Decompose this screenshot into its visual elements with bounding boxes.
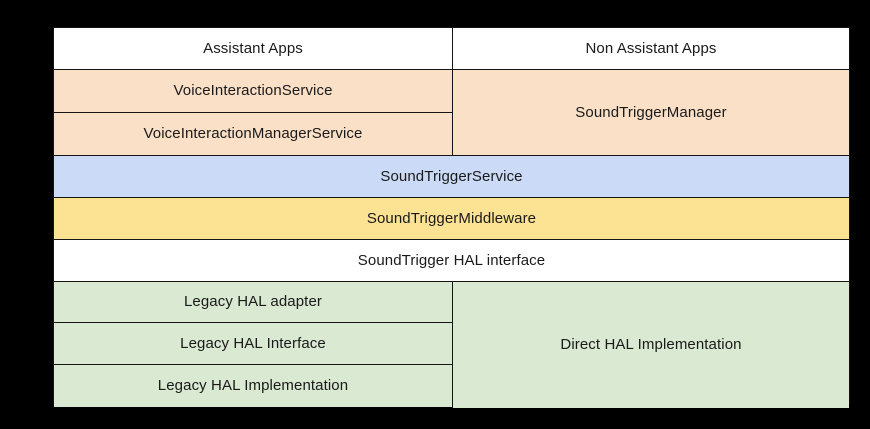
header-left-column: Assistant Apps <box>54 28 453 69</box>
box-legacy-hal-interface: Legacy HAL Interface <box>54 323 452 365</box>
column-header-non-assistant-apps: Non Assistant Apps <box>453 28 849 69</box>
box-direct-hal-implementation: Direct HAL Implementation <box>453 281 849 408</box>
box-sound-trigger-service: SoundTriggerService <box>54 155 849 197</box>
hal-interface-band: SoundTrigger HAL interface <box>54 239 849 281</box>
box-voice-interaction-service: VoiceInteractionService <box>54 69 452 113</box>
soundtrigger-layer-diagram: Assistant Apps Non Assistant Apps VoiceI… <box>53 27 850 408</box>
service-band: SoundTriggerService <box>54 155 849 197</box>
column-header-assistant-apps: Assistant Apps <box>54 28 452 69</box>
app-layer-right-column: SoundTriggerManager <box>453 69 849 155</box>
box-voice-interaction-manager-service: VoiceInteractionManagerService <box>54 113 452 155</box>
box-sound-trigger-manager: SoundTriggerManager <box>453 69 849 155</box>
hal-right-column: Direct HAL Implementation <box>453 281 849 408</box>
hal-left-column: Legacy HAL adapter Legacy HAL Interface … <box>54 281 453 408</box>
box-legacy-hal-implementation: Legacy HAL Implementation <box>54 365 452 407</box>
box-sound-trigger-hal-interface: SoundTrigger HAL interface <box>54 239 849 281</box>
middleware-band: SoundTriggerMiddleware <box>54 197 849 239</box>
header-right-column: Non Assistant Apps <box>453 28 849 69</box>
hal-implementation-band: Legacy HAL adapter Legacy HAL Interface … <box>54 281 849 408</box>
app-layer-left-column: VoiceInteractionService VoiceInteraction… <box>54 69 453 155</box>
app-layer-band: VoiceInteractionService VoiceInteraction… <box>54 69 849 155</box>
header-band: Assistant Apps Non Assistant Apps <box>54 28 849 69</box>
box-legacy-hal-adapter: Legacy HAL adapter <box>54 281 452 323</box>
box-sound-trigger-middleware: SoundTriggerMiddleware <box>54 197 849 239</box>
